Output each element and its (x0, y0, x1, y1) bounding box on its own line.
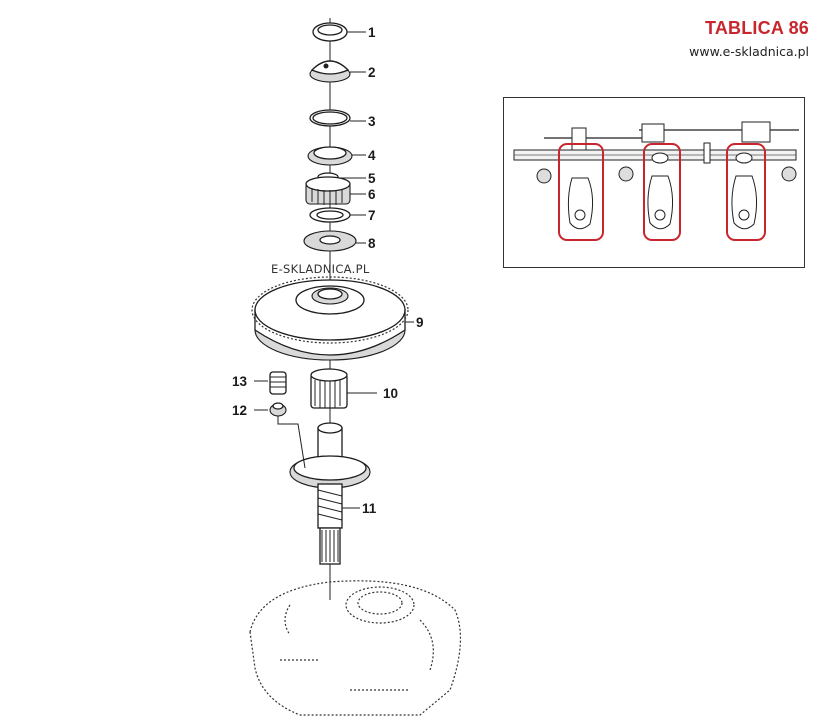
part-6-bearing (305, 176, 351, 205)
part-11-shaft (289, 422, 371, 565)
highlight-box-3 (726, 143, 766, 241)
inset-gearbox-2 (647, 152, 674, 230)
inset-overview (503, 97, 805, 268)
highlight-box-2 (643, 143, 681, 241)
inset-drawing (513, 121, 799, 241)
watermark: E-SKLADNICA.PL (271, 262, 370, 276)
callout-2: 2 (368, 65, 376, 80)
callout-5: 5 (368, 171, 376, 186)
gearbox-housing (249, 580, 462, 716)
callout-7: 7 (368, 208, 376, 223)
callout-8: 8 (368, 236, 376, 251)
part-10-needle-bearing (310, 368, 348, 409)
highlight-box-1 (558, 143, 604, 241)
inset-gearbox-1 (567, 177, 594, 230)
part-13-spring (269, 371, 287, 395)
callout-4: 4 (368, 148, 376, 163)
inset-gearbox-3 (731, 152, 758, 230)
page-title: TABLICA 86 (704, 18, 809, 38)
part-2-cap (309, 60, 351, 83)
part-3-ring (309, 109, 351, 127)
website-url: www.e-skladnica.pl (689, 44, 809, 59)
callout-1: 1 (368, 25, 376, 40)
part-1-snap-ring (312, 22, 348, 42)
part-9-gear (251, 276, 409, 361)
callout-6: 6 (368, 187, 376, 202)
callout-10: 10 (383, 386, 398, 401)
part-7-spacer (309, 207, 351, 223)
callout-9: 9 (416, 315, 424, 330)
callout-11: 11 (362, 501, 377, 516)
part-12-plug (269, 402, 287, 417)
callout-13: 13 (232, 374, 248, 389)
callout-12: 12 (232, 403, 247, 418)
part-4-race (307, 146, 353, 166)
part-8-washer (303, 230, 357, 252)
callout-3: 3 (368, 114, 376, 129)
leader-lines (254, 31, 414, 509)
